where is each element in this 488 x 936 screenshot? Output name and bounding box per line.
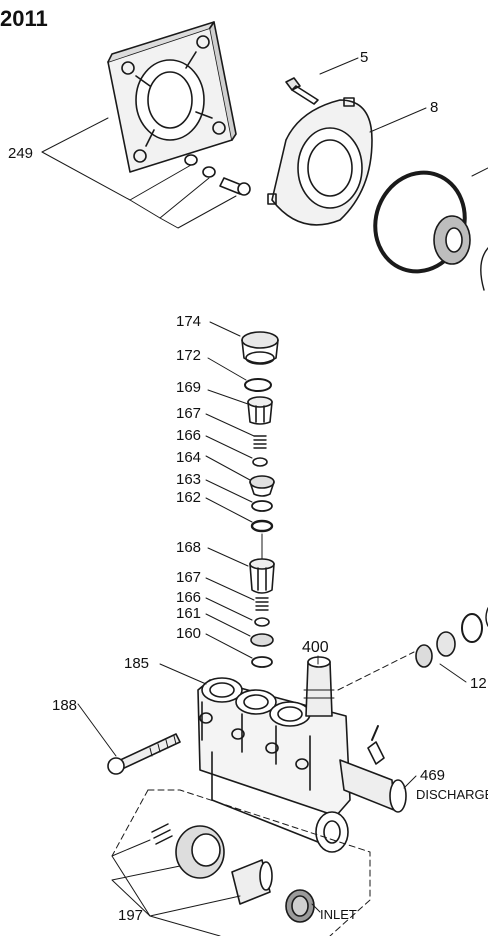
seat-161 [250,633,274,647]
bearing-housing [267,97,373,226]
spring-167 [253,435,267,449]
part-label-5: 5 [360,49,369,66]
part-label-163: 163 [176,471,202,488]
part-12b [436,631,456,657]
part-label-8: 8 [430,99,439,116]
valve-cap-174 [241,331,279,365]
valve-cage-168 [249,558,275,594]
inlet-spring [151,823,173,845]
bolt-5 [285,77,319,105]
part-label-167b: 167 [176,569,202,586]
inlet-nut [175,825,225,879]
inlet-barb [231,859,273,905]
part-label-168: 168 [176,539,202,556]
o-ring-160 [251,656,273,668]
part-label-166: 166 [176,427,202,444]
lock-washer [202,166,216,178]
part-label-161: 161 [176,605,202,622]
part-label-172: 172 [176,347,202,364]
o-ring-172 [244,378,272,392]
discharge-label: DISCHARGE [416,787,488,802]
part-label-166b: 166 [176,589,202,606]
part-label-12: 12 [470,675,487,692]
valve-seat-164 [249,475,275,497]
washer [184,154,198,166]
flange-bolt [219,177,251,196]
part-label-249: 249 [8,145,34,162]
part-label-164: 164 [176,449,202,466]
oil-seal [433,215,471,265]
inlet-filter [285,889,315,923]
part-label-469: 469 [420,767,446,784]
spring-167b [255,597,269,611]
bolt-188 [107,733,181,775]
part-label-188: 188 [52,697,78,714]
part-12c [461,613,483,643]
flange-plate [107,21,237,173]
part-label-174: 174 [176,313,202,330]
part-label-162: 162 [176,489,202,506]
valve-166b [254,617,270,627]
part-label-167: 167 [176,405,202,422]
part-12a [415,644,433,668]
ring-162 [250,519,274,533]
part-label-160: 160 [176,625,202,642]
discharge-fitting [339,725,407,813]
o-ring-163 [251,500,273,512]
valve-166 [252,457,268,467]
fitting-400 [303,656,335,717]
part-label-185: 185 [124,655,150,672]
part-label-197: 197 [118,907,144,924]
diagram-year-title: 2011 [0,6,48,31]
valve-cage-169 [247,396,273,425]
part-label-400: 400 [302,639,329,656]
inlet-label: INLET [320,907,357,922]
part-label-169: 169 [176,379,202,396]
